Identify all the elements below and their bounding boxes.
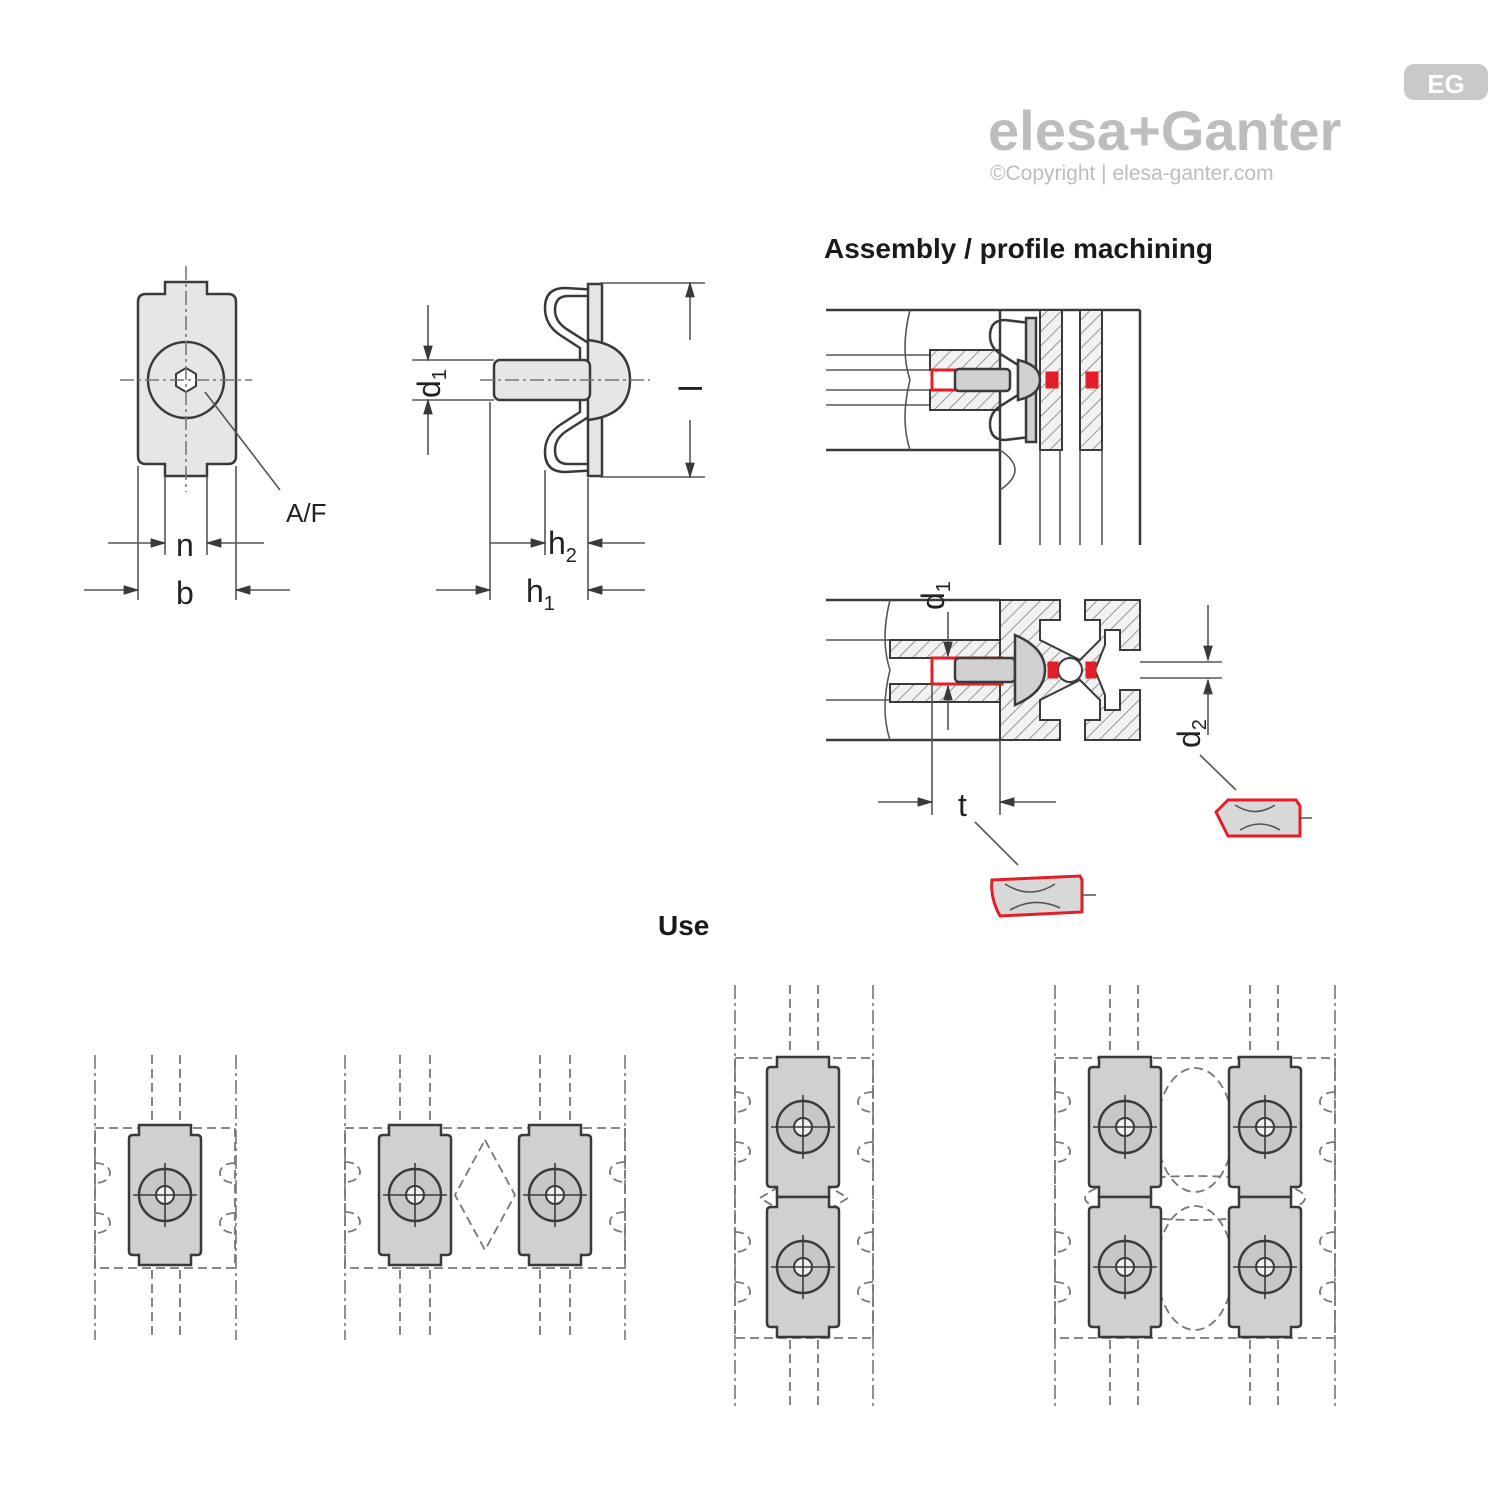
assembly-view-top [826, 308, 1142, 545]
label-n: n [176, 527, 194, 563]
brand-logo: EG elesa+Ganter ©Copyright | elesa-gante… [988, 64, 1488, 185]
label-assembly-d1: d1 [915, 581, 955, 610]
brand-name: elesa+Ganter [988, 99, 1341, 162]
label-d2: d2 [1171, 719, 1211, 748]
assembly-view-bottom: d1 d2 t [826, 581, 1237, 866]
label-af: A/F [286, 498, 326, 528]
label-h2: h2 [548, 525, 577, 567]
label-d1: d1 [411, 369, 451, 398]
label-h1: h1 [526, 573, 555, 615]
drill-bit-icon [1214, 798, 1312, 838]
use-diagram-quad [1054, 985, 1336, 1410]
label-l: l [673, 385, 709, 392]
use-diagram-double-vertical [734, 985, 874, 1410]
use-diagram-single [94, 1055, 237, 1340]
drill-bit-icon-2 [990, 874, 1096, 918]
heading-assembly: Assembly / profile machining [824, 233, 1213, 264]
brand-copyright: ©Copyright | elesa-ganter.com [990, 162, 1274, 185]
use-diagram-double-horizontal [344, 1055, 626, 1340]
side-view: d1 l h2 h1 [411, 281, 709, 615]
label-t: t [958, 787, 967, 823]
heading-use: Use [658, 910, 709, 941]
front-view: A/F n b [84, 266, 326, 611]
brand-badge-text: EG [1427, 69, 1465, 99]
brand-badge: EG [1404, 64, 1488, 100]
label-b: b [176, 575, 194, 611]
